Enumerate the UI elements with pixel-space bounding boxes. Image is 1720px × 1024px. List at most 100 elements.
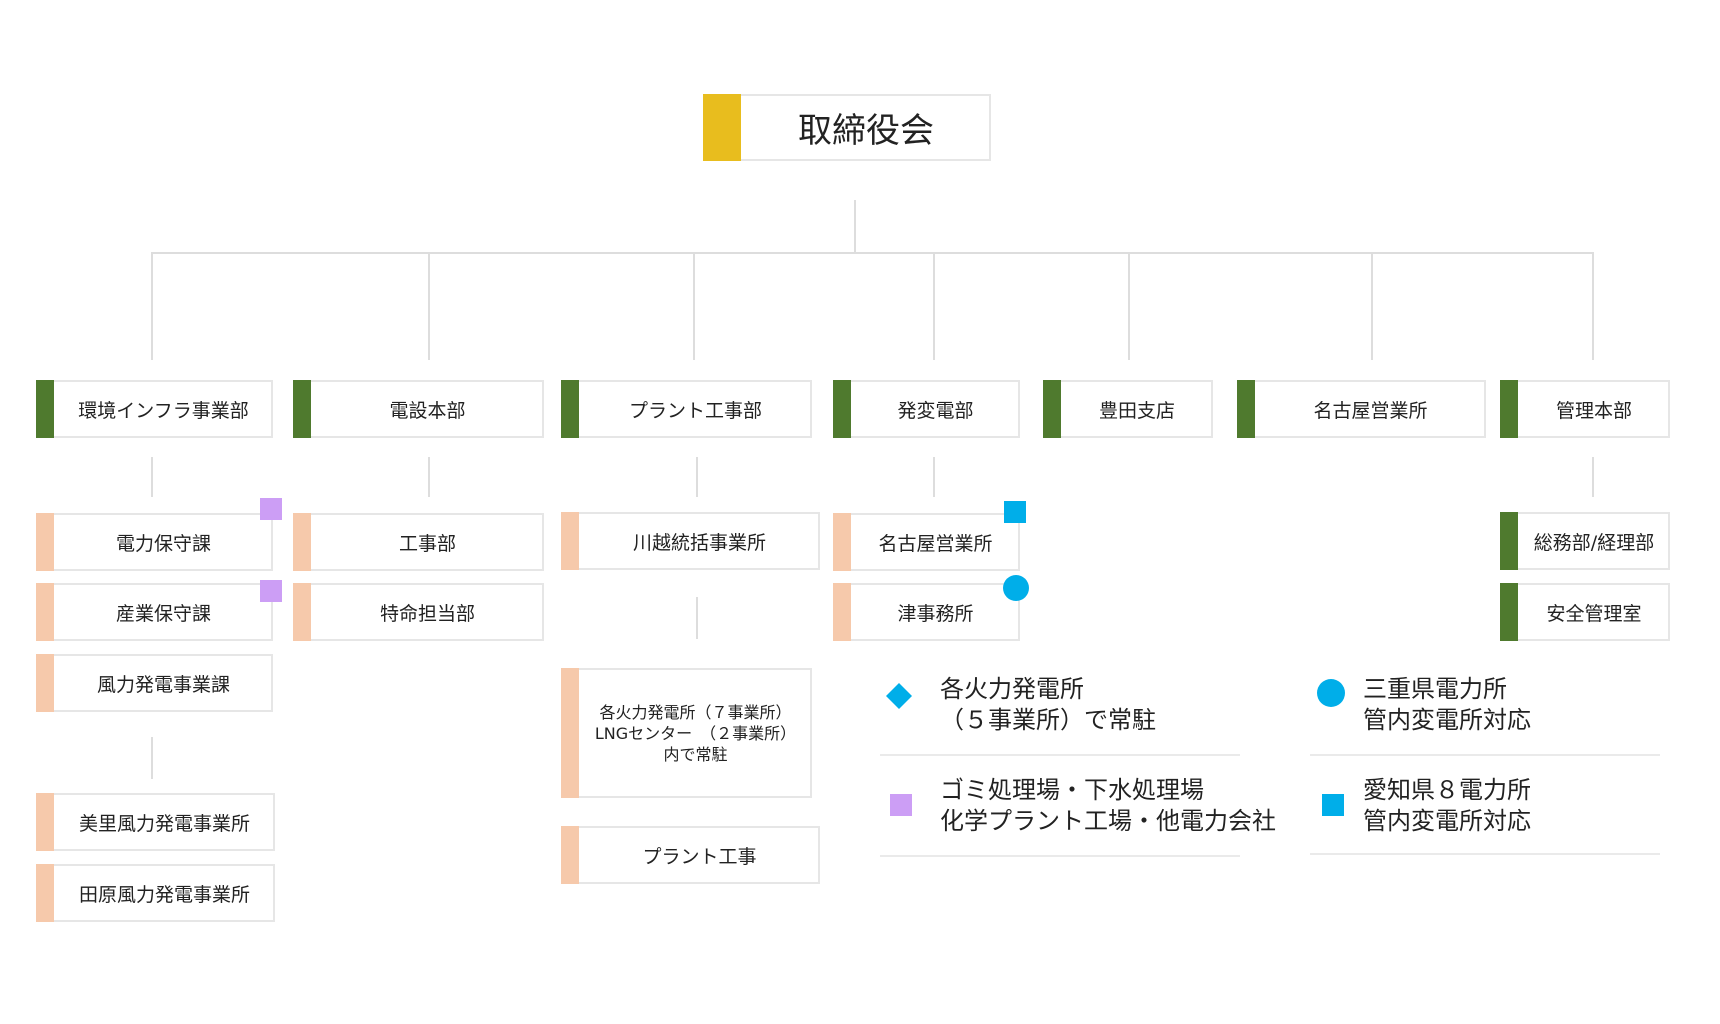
legend-line-1: ゴミ処理場・下水処理場 bbox=[940, 776, 1204, 804]
connector-wind-sites bbox=[151, 737, 153, 779]
section-tsu-office: 津事務所 bbox=[833, 583, 1020, 641]
section-color-bar bbox=[1500, 583, 1518, 641]
connector-drop-plant bbox=[693, 252, 695, 360]
dept-substation: 発変電部 bbox=[833, 380, 1020, 438]
section-color-bar bbox=[293, 583, 311, 641]
section-kawagoe-office: 川越統括事業所 bbox=[561, 512, 820, 570]
stations-line-1: 各火力発電所（７事業所） bbox=[599, 702, 792, 722]
legend-line-2: 管内変電所対応 bbox=[1363, 706, 1531, 734]
dept-color-bar bbox=[1500, 380, 1518, 438]
purple-square-marker bbox=[260, 498, 282, 520]
dept-color-bar bbox=[36, 380, 54, 438]
legend-divider bbox=[1310, 754, 1660, 756]
section-nagoya-office: 名古屋営業所 bbox=[833, 513, 1020, 571]
stations-line-2: LNGセンター （２事業所） bbox=[594, 723, 797, 743]
dept-label: 豊田支店 bbox=[1098, 399, 1175, 422]
section-color-bar bbox=[833, 513, 851, 571]
section-color-bar bbox=[36, 654, 54, 712]
site-tahara-wind: 田原風力発電事業所 bbox=[36, 864, 275, 922]
legend-line-2: 管内変電所対応 bbox=[1363, 807, 1531, 835]
legend-thermal-text: 各火力発電所 （５事業所）で常駐 bbox=[940, 674, 1156, 736]
stations-text: 各火力発電所（７事業所） LNGセンター （２事業所） 内で常駐 bbox=[581, 670, 810, 796]
connector-admin-sub bbox=[1592, 457, 1594, 497]
section-color-bar bbox=[293, 513, 311, 571]
dept-label: 名古屋営業所 bbox=[1313, 399, 1428, 422]
dept-toyota: 豊田支店 bbox=[1043, 380, 1213, 438]
dept-label: 発変電部 bbox=[897, 399, 974, 422]
dept-label: 管理本部 bbox=[1555, 399, 1632, 422]
connector-substation-sub bbox=[933, 457, 935, 497]
section-label: 美里風力発電事業所 bbox=[78, 812, 250, 835]
dept-color-bar bbox=[561, 380, 579, 438]
section-label: 田原風力発電事業所 bbox=[78, 883, 250, 906]
dept-densetsu: 電設本部 bbox=[293, 380, 544, 438]
connector-plant-sub bbox=[696, 457, 698, 497]
section-special-assignment: 特命担当部 bbox=[293, 583, 544, 641]
section-label: 安全管理室 bbox=[1546, 602, 1642, 625]
section-power-maintenance: 電力保守課 bbox=[36, 513, 273, 571]
cyan-square-icon bbox=[1322, 794, 1344, 816]
connector-densetsu-sub bbox=[428, 457, 430, 497]
section-wind-power: 風力発電事業課 bbox=[36, 654, 273, 712]
connector-drop-toyota bbox=[1128, 252, 1130, 360]
section-color-bar bbox=[561, 826, 579, 884]
board-box: 取締役会 bbox=[703, 94, 991, 161]
legend-divider bbox=[880, 754, 1240, 756]
cyan-diamond-icon bbox=[886, 683, 912, 709]
section-color-bar bbox=[36, 583, 54, 641]
section-construction: 工事部 bbox=[293, 513, 544, 571]
section-industrial-maintenance: 産業保守課 bbox=[36, 583, 273, 641]
section-label: プラント工事 bbox=[642, 845, 757, 868]
connector-drop-substation bbox=[933, 252, 935, 360]
legend-mie-text: 三重県電力所 管内変電所対応 bbox=[1363, 674, 1531, 736]
section-label: 産業保守課 bbox=[115, 602, 211, 625]
section-color-bar bbox=[561, 512, 579, 570]
dept-env-infra: 環境インフラ事業部 bbox=[36, 380, 273, 438]
section-label: 名古屋営業所 bbox=[878, 532, 993, 555]
legend-line-1: 愛知県８電力所 bbox=[1363, 776, 1531, 804]
connector-env-infra-sub bbox=[151, 457, 153, 497]
section-label: 特命担当部 bbox=[379, 602, 475, 625]
legend-waste-text: ゴミ処理場・下水処理場 化学プラント工場・他電力会社 bbox=[940, 775, 1276, 837]
connector-plant-stations bbox=[696, 597, 698, 639]
section-label: 総務部/経理部 bbox=[1533, 531, 1655, 554]
board-label: 取締役会 bbox=[798, 111, 934, 151]
section-label: 川越統括事業所 bbox=[632, 531, 766, 554]
section-label: 電力保守課 bbox=[115, 532, 211, 555]
section-color-bar bbox=[561, 668, 579, 798]
section-color-bar bbox=[833, 583, 851, 641]
section-general-accounting: 総務部/経理部 bbox=[1500, 512, 1670, 570]
dept-color-bar bbox=[1237, 380, 1255, 438]
cyan-square-marker bbox=[1004, 501, 1026, 523]
connector-board-trunk bbox=[854, 200, 856, 253]
cyan-circle-marker bbox=[1003, 575, 1029, 601]
cyan-circle-icon bbox=[1317, 679, 1345, 707]
section-color-bar bbox=[36, 513, 54, 571]
dept-plant: プラント工事部 bbox=[561, 380, 812, 438]
board-color-bar bbox=[703, 94, 741, 161]
section-plant-work: プラント工事 bbox=[561, 826, 820, 884]
section-color-bar bbox=[36, 864, 54, 922]
section-color-bar bbox=[36, 793, 54, 851]
connector-drop-nagoya bbox=[1371, 252, 1373, 360]
section-color-bar bbox=[1500, 512, 1518, 570]
connector-drop-densetsu bbox=[428, 252, 430, 360]
dept-color-bar bbox=[1043, 380, 1061, 438]
purple-square-marker bbox=[260, 580, 282, 602]
legend-line-1: 各火力発電所 bbox=[940, 675, 1084, 703]
dept-label: プラント工事部 bbox=[628, 399, 762, 422]
legend-line-2: 化学プラント工場・他電力会社 bbox=[940, 807, 1276, 835]
stations-line-3: 内で常駐 bbox=[663, 744, 728, 764]
dept-nagoya: 名古屋営業所 bbox=[1237, 380, 1486, 438]
section-label: 工事部 bbox=[398, 532, 456, 555]
legend-line-2: （５事業所）で常駐 bbox=[940, 706, 1156, 734]
section-safety-management: 安全管理室 bbox=[1500, 583, 1670, 641]
legend-aichi-text: 愛知県８電力所 管内変電所対応 bbox=[1363, 775, 1531, 837]
connector-drop-env-infra bbox=[151, 252, 153, 360]
section-label: 風力発電事業課 bbox=[96, 673, 230, 696]
dept-color-bar bbox=[293, 380, 311, 438]
legend-line-1: 三重県電力所 bbox=[1363, 675, 1507, 703]
purple-square-icon bbox=[890, 794, 912, 816]
connector-drop-admin bbox=[1592, 252, 1594, 360]
legend-divider bbox=[880, 855, 1240, 857]
